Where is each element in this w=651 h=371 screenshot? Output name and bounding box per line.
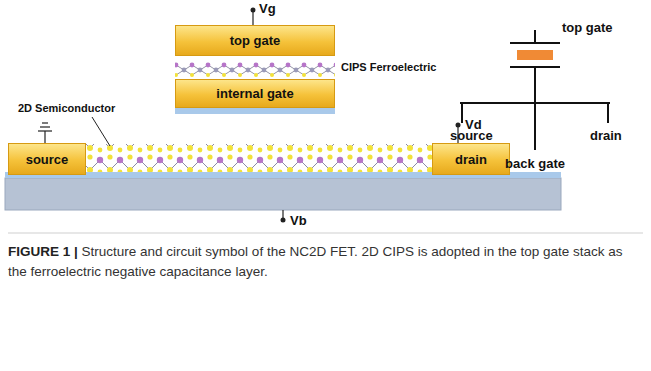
part-label: top gate [562, 20, 613, 35]
gate-dielectric [175, 108, 335, 114]
part-label: drain [590, 128, 622, 143]
substrate [5, 178, 561, 210]
electrode-label: internal gate [216, 86, 293, 101]
terminal-dot [251, 8, 256, 13]
caption-block: FIGURE 1 | Structure and circuit symbol … [8, 242, 644, 283]
part-label: 2D Semiconductor [18, 102, 115, 114]
electrode-label: top gate [230, 33, 281, 48]
part-label: Vg [259, 1, 276, 16]
leader-line [92, 117, 110, 146]
electrode-box: internal gate [175, 79, 335, 108]
part-label: back gate [505, 156, 565, 171]
ground-symbol [38, 123, 52, 143]
terminal-dot [456, 123, 461, 128]
electrode-box: source [8, 143, 86, 175]
caption: Structure and circuit symbol of the NC2D… [8, 244, 623, 279]
electrode-label: source [26, 152, 69, 167]
part-label: Vb [290, 213, 307, 228]
caption-rule [8, 233, 643, 234]
terminal-dot [281, 218, 286, 223]
cips-layer-bg [175, 56, 335, 78]
electrode-box: top gate [175, 25, 335, 56]
part-label: CIPS Ferroelectric [341, 61, 436, 73]
ferroelectric-layer-symbol [517, 50, 553, 60]
electrode-box: drain [432, 143, 510, 175]
semiconductor-lattice [86, 144, 432, 172]
cips-layer [175, 57, 335, 77]
electrode-label: drain [455, 152, 487, 167]
figure-number: FIGURE 1 | [8, 244, 78, 259]
part-label: source [450, 128, 493, 143]
